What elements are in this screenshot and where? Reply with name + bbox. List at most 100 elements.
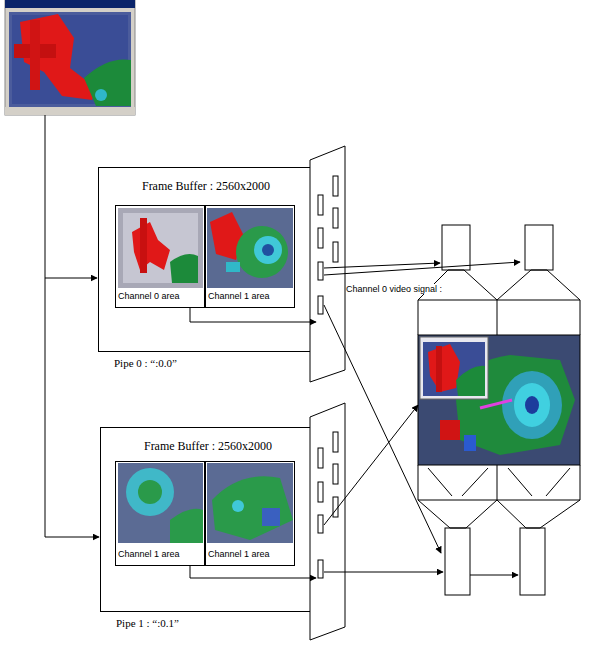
frame-buffer-title: Frame Buffer : 2560x2000 [118, 440, 298, 454]
projection-screen [456, 366, 485, 396]
pipe-label: Pipe 0 : “:0.0” [114, 357, 314, 370]
screenshot-image [84, 59, 131, 106]
projection-screen [480, 400, 512, 408]
input-arrow [45, 115, 46, 537]
projector [418, 465, 580, 500]
signal-arrow [324, 263, 440, 268]
signal-label: Channel 0 video signal : [346, 284, 442, 294]
projection-screen [514, 383, 550, 427]
channel-label: Channel 1 area [118, 549, 202, 559]
channel-image [170, 509, 203, 543]
channel-image [210, 212, 244, 260]
channel-area: Channel 1 area [115, 461, 205, 566]
projection-screen [436, 346, 442, 392]
projection-screen [455, 355, 575, 455]
frame-buffer-title: Frame Buffer : 2560x2000 [116, 180, 296, 194]
signal-arrow [324, 305, 441, 553]
channel-label: Channel 1 area [208, 549, 292, 559]
channel-area: Channel 0 area [115, 205, 205, 308]
screenshot-image [5, 0, 135, 8]
screenshot-image [95, 89, 107, 101]
screenshot-image [30, 20, 40, 90]
channel-image [232, 500, 244, 512]
screenshot-image [9, 12, 131, 107]
input-arrow [45, 278, 97, 279]
projection-screen [423, 342, 485, 396]
projector [442, 225, 470, 270]
graphics-card [333, 242, 338, 262]
projection-screen [428, 344, 460, 392]
projector [418, 270, 497, 300]
signal-arrow [190, 308, 316, 322]
signal-arrow [190, 565, 316, 578]
channel-image [207, 208, 293, 288]
channel-image [212, 476, 293, 540]
projector [428, 468, 570, 496]
signal-arrow [324, 572, 443, 573]
graphics-card [333, 497, 338, 517]
signal-arrow [324, 405, 418, 525]
graphics-card [333, 176, 338, 196]
projector [418, 225, 580, 595]
graphics-card [318, 228, 323, 248]
projector [497, 270, 580, 300]
projector [445, 528, 470, 595]
projector [497, 500, 580, 528]
channel-image [138, 480, 162, 504]
graphics-card [333, 464, 338, 484]
graphics-card [333, 208, 338, 228]
graphics-card [310, 403, 345, 640]
projector [418, 500, 497, 528]
graphics-card [318, 482, 323, 502]
screenshot-image [14, 44, 56, 58]
graphics-card [333, 432, 338, 452]
screenshot-image [20, 14, 96, 100]
graphics-card [310, 403, 345, 640]
channel-image [254, 236, 282, 264]
screenshot-image [5, 107, 135, 115]
projection-screen [420, 337, 488, 399]
channel-image [118, 208, 293, 288]
channel-image [118, 463, 203, 543]
projector [418, 300, 580, 335]
graphics-card [318, 296, 323, 314]
signal-arrow [190, 262, 520, 578]
channel-image [262, 508, 280, 526]
channel-image [236, 226, 288, 278]
graphics-card [318, 515, 323, 533]
channel-image [170, 254, 198, 283]
channel-image [140, 218, 147, 273]
channel-image [123, 213, 198, 283]
channel-area: Channel 1 area [205, 461, 295, 566]
channel-image [118, 208, 203, 288]
graphics-card [318, 195, 323, 215]
projector [520, 528, 545, 595]
channel-image [207, 463, 293, 543]
projection-screen [525, 396, 539, 414]
channel-image [262, 244, 274, 256]
signal-arrow [470, 575, 518, 576]
graphics-card [318, 448, 323, 468]
input-arrow [45, 115, 99, 537]
channel-image [132, 222, 170, 270]
pipe-box: Frame Buffer : 2560x2000Pipe 1 : “:0.1”C… [100, 427, 330, 612]
channel-image [126, 468, 174, 516]
channel-label: Channel 0 area [118, 291, 202, 301]
projection-screen [464, 435, 476, 451]
projection-screen [440, 420, 460, 440]
pipe-label: Pipe 1 : “:0.1” [116, 617, 316, 630]
channel-label: Channel 1 area [208, 291, 292, 301]
channel-image [226, 262, 240, 272]
signal-arrow [324, 262, 520, 275]
projection-screen [418, 335, 580, 465]
projection-screen [418, 335, 580, 465]
graphics-card [318, 560, 323, 578]
screenshot-image [5, 0, 135, 115]
projector [525, 225, 553, 270]
channel-image [118, 463, 293, 543]
projection-screen [502, 371, 562, 439]
screenshot-image [12, 15, 128, 104]
channel-area: Channel 1 area [205, 205, 295, 308]
